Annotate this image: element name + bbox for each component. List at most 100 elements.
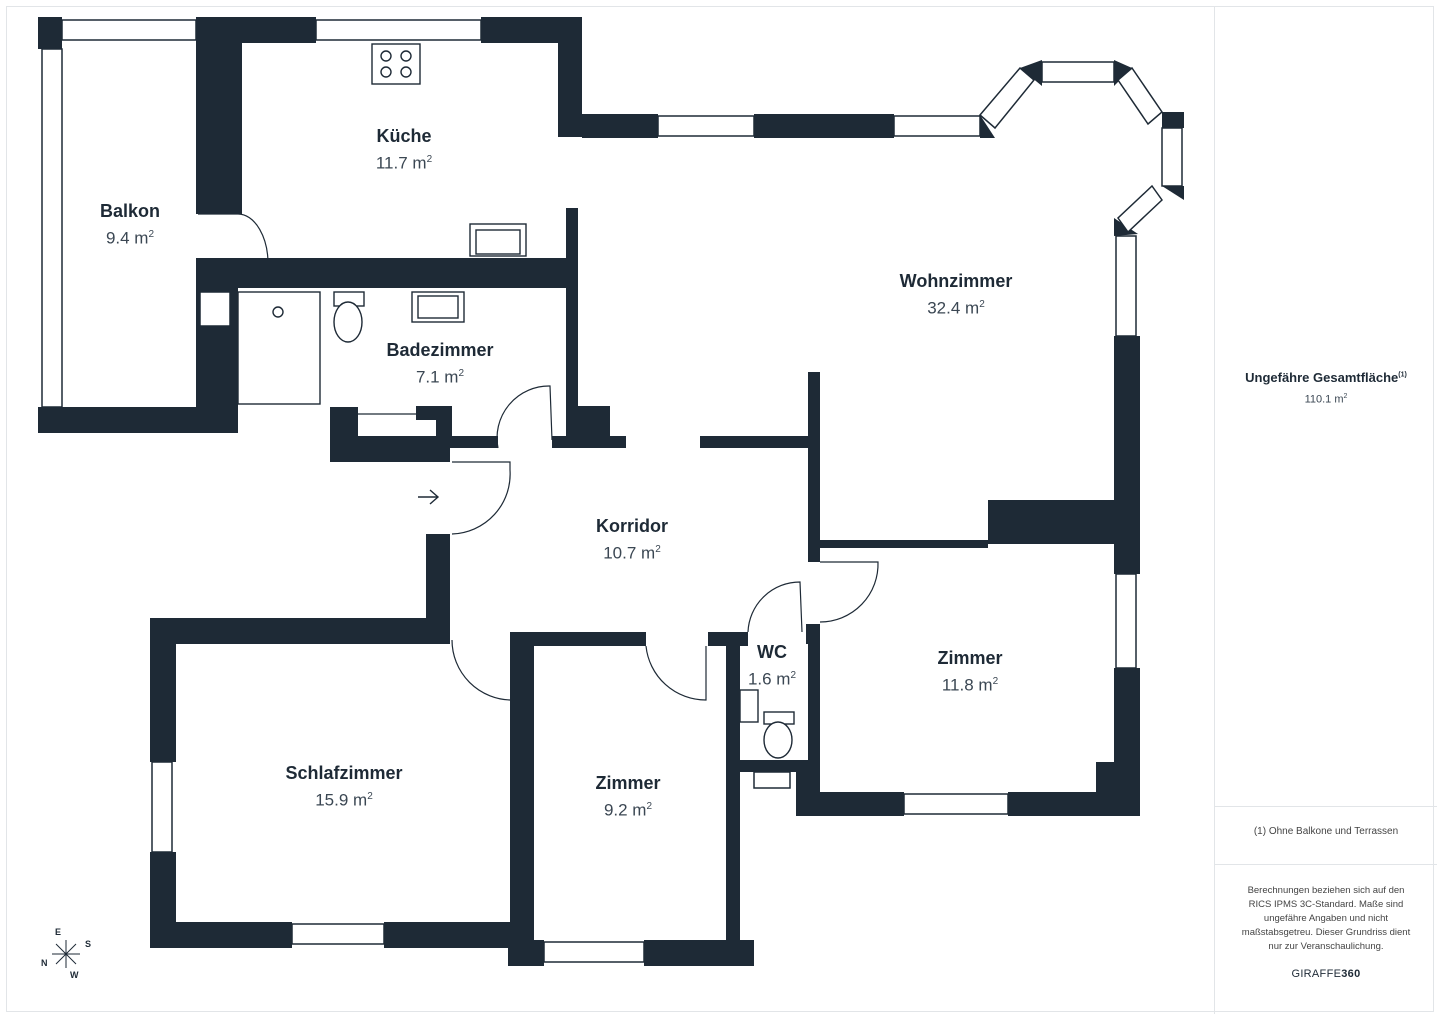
- wall: [726, 632, 740, 966]
- room-area: 9.4 m2: [105, 228, 155, 248]
- washbasin-icon: [739, 689, 759, 723]
- room-area: 9.2 m2: [603, 800, 653, 820]
- wall: [510, 632, 534, 966]
- divider: [1215, 806, 1437, 807]
- room-name: Wohnzimmer: [899, 271, 1013, 291]
- wall: [980, 115, 995, 138]
- room-label-zimmer-center: Zimmer 9.2 m2: [595, 771, 660, 823]
- footnote: (1) Ohne Balkone und Terrassen: [1253, 826, 1399, 837]
- room-label-kueche: Küche 11.7 m2: [376, 124, 432, 176]
- disclaimer: Berechnungen beziehen sich auf den RICS …: [1241, 885, 1411, 952]
- wall: [1020, 60, 1042, 86]
- total-area-label: Ungefähre Gesamtfläche(1): [1245, 370, 1407, 385]
- wall: [150, 618, 450, 644]
- room-name: Zimmer: [937, 648, 1003, 668]
- wall: [700, 436, 820, 448]
- room-name: Zimmer: [595, 773, 661, 793]
- total-area: Ungefähre Gesamtfläche(1) 110.1 m2: [1215, 370, 1437, 406]
- room-area: 1.6 m2: [747, 669, 797, 689]
- wall: [196, 17, 316, 43]
- room-area: 11.7 m2: [375, 153, 433, 173]
- doors: [198, 213, 879, 701]
- fixtures: [237, 43, 795, 759]
- window: [291, 923, 385, 945]
- compass-south: S: [85, 939, 92, 949]
- window: [978, 66, 1036, 130]
- wall: [738, 760, 802, 772]
- wall: [38, 407, 198, 433]
- wall: [436, 406, 452, 446]
- window: [151, 761, 173, 853]
- wall: [1162, 186, 1184, 200]
- room-label-zimmer-right: Zimmer 11.8 m2: [937, 646, 1002, 698]
- compass-east: E: [55, 927, 62, 937]
- stove-icon: [371, 43, 421, 85]
- wall: [754, 114, 894, 138]
- toilet-icon: [763, 711, 795, 759]
- door-swing: [747, 581, 803, 633]
- wall: [38, 17, 62, 49]
- entrance-arrow-icon: [418, 489, 440, 505]
- window: [1115, 235, 1137, 337]
- wall: [582, 114, 658, 138]
- room-label-badezimmer: Badezimmer 7.1 m2: [386, 338, 493, 390]
- door-swing: [819, 561, 879, 623]
- door-swing: [451, 461, 511, 535]
- window: [1117, 66, 1163, 126]
- room-name: Küche: [376, 126, 432, 146]
- wall: [150, 922, 292, 948]
- wall: [330, 436, 450, 462]
- room-label-balkon: Balkon 9.4 m2: [100, 199, 160, 251]
- window: [893, 115, 981, 137]
- room-name: WC: [757, 642, 787, 662]
- wall: [150, 618, 176, 762]
- brand-logo: GIRAFFE360: [1291, 968, 1361, 980]
- info-sidebar: Ungefähre Gesamtfläche(1) 110.1 m2 (1) O…: [1214, 6, 1437, 1014]
- wall: [558, 17, 582, 137]
- window: [1117, 184, 1163, 234]
- window: [1041, 61, 1115, 83]
- total-area-value: 110.1 m2: [1304, 393, 1348, 406]
- wall: [384, 922, 528, 948]
- door-swing: [645, 645, 707, 701]
- room-name: Korridor: [596, 516, 668, 536]
- wall: [1162, 112, 1184, 128]
- room-area: 11.8 m2: [941, 675, 999, 695]
- window: [1115, 573, 1137, 669]
- compass-west: W: [70, 970, 79, 980]
- room-area: 7.1 m2: [415, 367, 465, 387]
- room-name: Balkon: [99, 201, 161, 221]
- window: [657, 115, 755, 137]
- sink-icon: [469, 223, 527, 257]
- room-label-wohnzimmer: Wohnzimmer 32.4 m2: [900, 269, 1013, 321]
- door-swing: [496, 385, 553, 449]
- wall: [566, 208, 578, 288]
- room-label-schlafzimmer: Schlafzimmer 15.9 m2: [285, 761, 402, 813]
- compass-icon: E S N W: [38, 926, 98, 982]
- room-label-wc: WC 1.6 m2: [748, 640, 796, 692]
- window: [41, 48, 63, 408]
- shower-icon: [237, 291, 321, 405]
- door-swing: [451, 639, 513, 701]
- washbasin-icon: [411, 291, 465, 323]
- toilet-icon: [333, 291, 365, 343]
- wall: [806, 624, 820, 644]
- room-name: Schlafzimmer: [285, 763, 403, 783]
- wall: [988, 500, 1140, 544]
- wall: [508, 940, 544, 966]
- wall: [552, 436, 626, 448]
- window: [61, 19, 197, 41]
- wall: [808, 372, 820, 562]
- wall: [1008, 792, 1140, 816]
- compass-north: N: [41, 958, 48, 968]
- room-area: 32.4 m2: [927, 298, 985, 318]
- window: [315, 19, 482, 41]
- wall: [196, 17, 242, 214]
- windows: [41, 19, 1183, 963]
- window: [903, 793, 1009, 815]
- floor-plan: [38, 17, 1184, 966]
- wall: [808, 624, 820, 794]
- wall: [450, 436, 498, 448]
- wall: [196, 258, 572, 288]
